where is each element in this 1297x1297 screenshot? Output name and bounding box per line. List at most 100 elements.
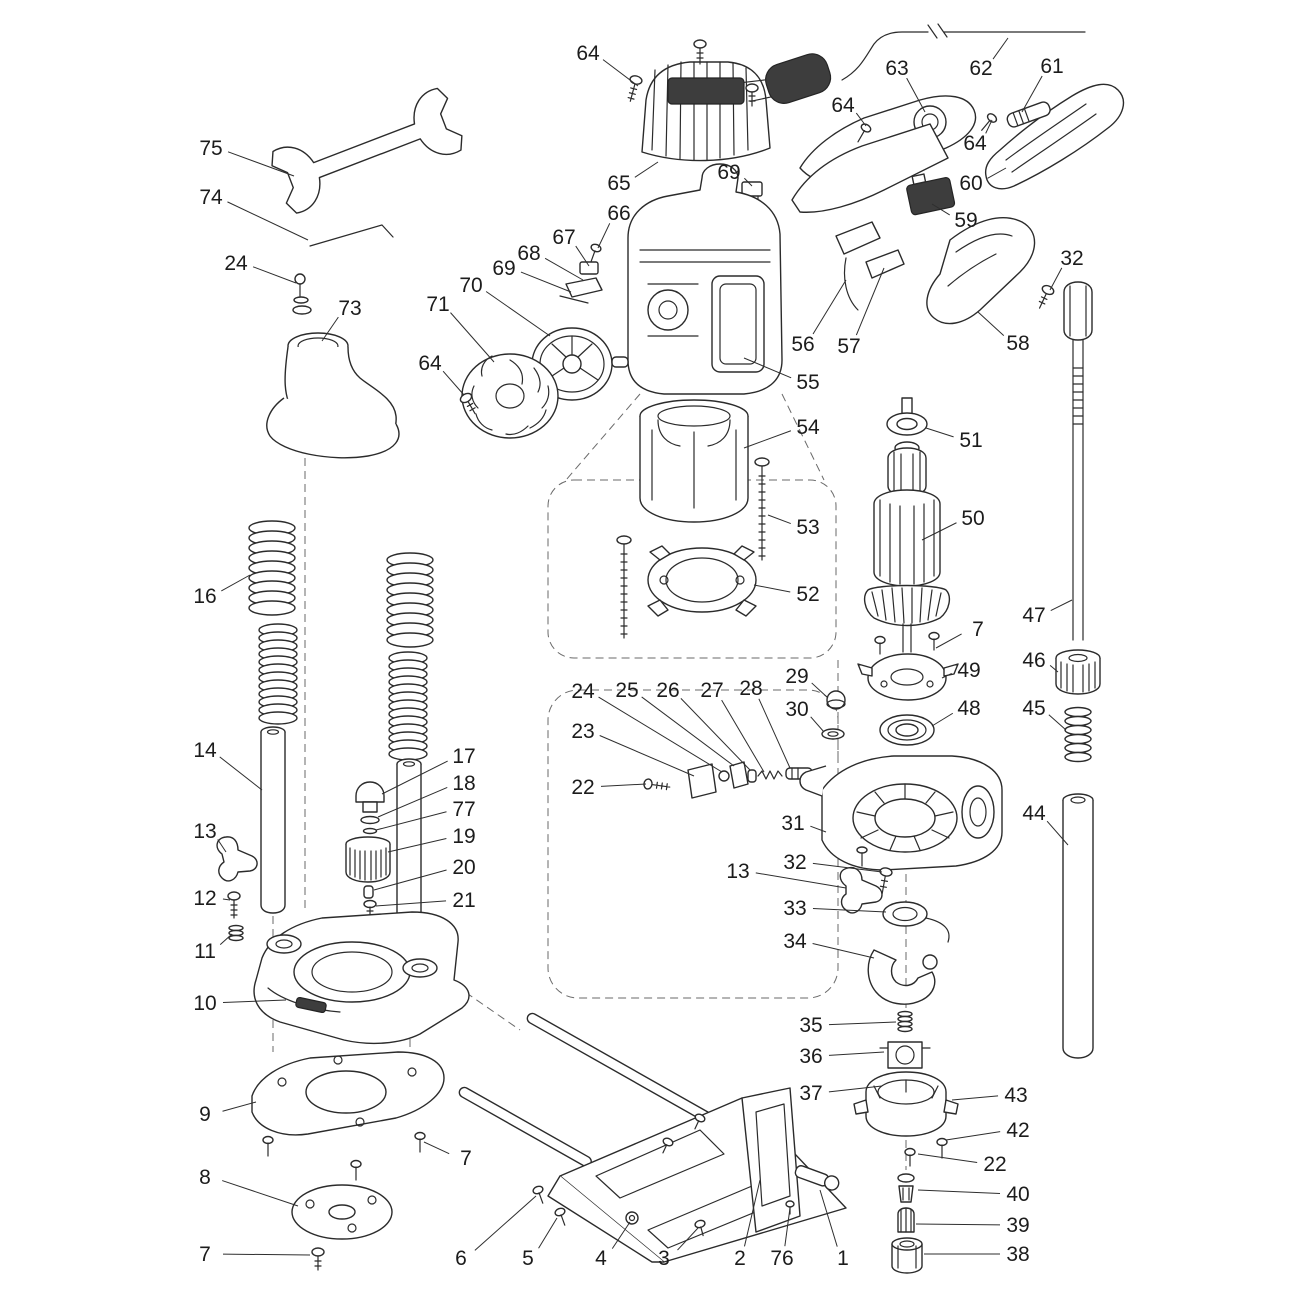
callout-50-28: 50 bbox=[961, 507, 984, 530]
sub-base-9 bbox=[251, 1051, 445, 1136]
callout-58-23: 58 bbox=[1006, 332, 1029, 355]
leader-line-22-46 bbox=[600, 783, 647, 787]
leader-line-68-12 bbox=[544, 257, 584, 281]
leader-line-64-6 bbox=[855, 112, 867, 127]
callout-35-64: 35 bbox=[799, 1014, 822, 1037]
construction-lines bbox=[272, 393, 907, 1170]
leader-line-1-83 bbox=[819, 1189, 838, 1247]
leader-line-16-32 bbox=[221, 574, 251, 592]
callout-34-62: 34 bbox=[783, 930, 807, 953]
pin-26 bbox=[747, 769, 757, 783]
callout-13-57: 13 bbox=[726, 860, 749, 883]
leader-line-24-18 bbox=[252, 266, 297, 284]
motor-housing-55 bbox=[627, 163, 783, 395]
callout-70-14: 70 bbox=[459, 274, 482, 297]
plunge-housing-31 bbox=[799, 755, 1003, 871]
spring-27 bbox=[757, 770, 783, 780]
spindle-lock-parts bbox=[643, 761, 813, 799]
callout-49-34: 49 bbox=[957, 659, 980, 682]
callout-64-20: 64 bbox=[418, 352, 442, 375]
leader-line-22-70 bbox=[917, 1153, 978, 1163]
leader-line-7-76 bbox=[222, 1253, 311, 1256]
callout-55-25: 55 bbox=[796, 371, 819, 394]
callout-7-71: 7 bbox=[460, 1147, 472, 1170]
leader-line-74-17 bbox=[227, 201, 309, 241]
leader-line-70-14 bbox=[485, 291, 551, 337]
leader-line-27-43 bbox=[721, 699, 765, 773]
leader-line-39-74 bbox=[915, 1223, 1001, 1226]
leader-line-21-53 bbox=[375, 900, 447, 907]
column-14a bbox=[260, 726, 286, 914]
callout-13-56: 13 bbox=[193, 820, 216, 843]
callout-14-47: 14 bbox=[193, 739, 217, 762]
spring-15b bbox=[388, 651, 428, 761]
leader-line-35-64 bbox=[828, 1021, 897, 1026]
round-base-8 bbox=[291, 1184, 393, 1240]
screw-32-mid bbox=[879, 867, 893, 895]
leader-line-64-20 bbox=[442, 370, 465, 396]
leader-line-17-48 bbox=[381, 760, 448, 795]
screw-32-right bbox=[1038, 284, 1055, 309]
terminal-parts-66-69 bbox=[559, 243, 603, 304]
leader-line-13-56 bbox=[217, 839, 227, 853]
leader-line-18-49 bbox=[377, 786, 448, 818]
leader-line-34-62 bbox=[812, 943, 875, 959]
screw-24-left bbox=[292, 273, 312, 315]
callout-53-29: 53 bbox=[796, 516, 819, 539]
callout-45-37: 45 bbox=[1022, 697, 1045, 720]
armature-50 bbox=[863, 397, 951, 653]
leader-line-65-4 bbox=[634, 161, 659, 178]
callout-32-58: 32 bbox=[783, 851, 806, 874]
leader-line-24-40 bbox=[598, 696, 723, 773]
screws-7-base bbox=[262, 1131, 426, 1181]
fan-71 bbox=[461, 353, 559, 439]
screw-64-fan bbox=[459, 392, 476, 415]
callout-21-53: 21 bbox=[452, 889, 475, 912]
cap-29 bbox=[826, 690, 846, 710]
leader-line-75-16 bbox=[227, 151, 295, 177]
pin-20 bbox=[363, 885, 374, 899]
callout-60-8: 60 bbox=[959, 172, 982, 195]
callout-38-75: 38 bbox=[1006, 1243, 1029, 1266]
callout-22-46: 22 bbox=[571, 776, 594, 799]
callout-62-2: 62 bbox=[969, 57, 992, 80]
knob-17 bbox=[355, 781, 385, 813]
callout-12-59: 12 bbox=[193, 887, 216, 910]
flange-49 bbox=[857, 631, 959, 701]
leader-line-73-19 bbox=[321, 316, 339, 342]
leader-line-55-25 bbox=[743, 357, 792, 379]
leader-line-4-79 bbox=[611, 1221, 631, 1249]
leader-line-37-66 bbox=[828, 1085, 883, 1093]
leader-line-46-35 bbox=[1049, 664, 1059, 673]
callout-22-70: 22 bbox=[983, 1153, 1006, 1176]
leader-line-28-44 bbox=[758, 698, 791, 769]
callout-69-13: 69 bbox=[492, 257, 515, 280]
leader-line-67-11 bbox=[575, 245, 590, 267]
motor-cap-65 bbox=[641, 61, 771, 162]
callout-74-17: 74 bbox=[199, 186, 223, 209]
callout-3-80: 3 bbox=[658, 1247, 670, 1270]
callout-48-36: 48 bbox=[957, 697, 980, 720]
leader-line-33-60 bbox=[812, 908, 887, 913]
callout-7-76: 7 bbox=[199, 1243, 211, 1266]
stator-54 bbox=[639, 399, 749, 523]
callout-59-9: 59 bbox=[954, 209, 977, 232]
leader-line-6-77 bbox=[474, 1195, 537, 1251]
leader-line-14-47 bbox=[219, 756, 263, 791]
callout-71-15: 71 bbox=[426, 293, 449, 316]
leader-line-51-27 bbox=[925, 427, 954, 438]
leader-line-12-59 bbox=[222, 898, 231, 901]
callout-52-30: 52 bbox=[796, 583, 819, 606]
screw-7-bottom bbox=[311, 1247, 325, 1271]
handle-60 bbox=[984, 83, 1125, 190]
leader-line-42-69 bbox=[945, 1131, 1001, 1141]
callout-65-4: 65 bbox=[607, 172, 630, 195]
screw-12 bbox=[227, 891, 241, 919]
bearing-33 bbox=[882, 901, 950, 943]
leader-line-59-9 bbox=[931, 203, 950, 216]
leader-line-48-36 bbox=[931, 712, 954, 727]
callout-40-73: 40 bbox=[1006, 1183, 1029, 1206]
callout-67-11: 67 bbox=[552, 226, 575, 249]
callout-4-79: 4 bbox=[595, 1247, 607, 1270]
